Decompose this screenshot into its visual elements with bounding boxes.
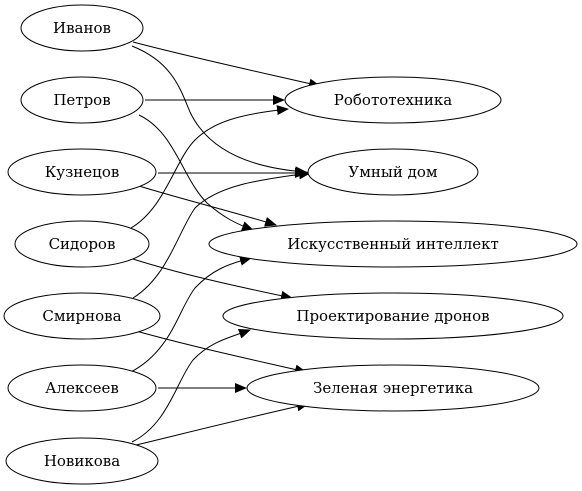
node-label: Умный дом: [348, 163, 437, 181]
edge-kuznetsov-ai: [138, 185, 277, 227]
node-ai[interactable]: Искусственный интеллект: [208, 220, 578, 268]
edge-smirnova-smarthome: [132, 169, 311, 299]
node-robotics[interactable]: Робототехника: [284, 76, 502, 124]
node-label: Новикова: [44, 452, 120, 470]
edge-ivanov-robotics: [132, 41, 321, 89]
edge-smirnova-green: [135, 330, 307, 375]
node-label: Петров: [53, 91, 110, 109]
node-sidorov[interactable]: Сидоров: [14, 220, 150, 268]
node-label: Смирнова: [42, 307, 121, 325]
node-ivanov[interactable]: Иванов: [20, 4, 144, 52]
node-kuznetsov[interactable]: Кузнецов: [7, 148, 157, 196]
node-smarthome[interactable]: Умный дом: [307, 148, 479, 196]
node-label: Кузнецов: [45, 163, 120, 181]
edge-sidorov-robotics: [130, 105, 289, 229]
project-nodes: Робототехника Умный дом Искусственный ин…: [208, 76, 578, 412]
node-petrov[interactable]: Петров: [20, 76, 144, 124]
node-novikova[interactable]: Новикова: [5, 437, 159, 485]
node-drones[interactable]: Проектирование дронов: [222, 292, 564, 340]
node-label: Иванов: [53, 19, 111, 37]
node-label: Робототехника: [334, 91, 453, 109]
edge-ivanov-smarthome: [131, 45, 307, 177]
node-green[interactable]: Зеленая энергетика: [246, 364, 540, 412]
node-alekseev[interactable]: Алексеев: [7, 364, 157, 412]
node-label: Проектирование дронов: [296, 307, 489, 325]
edge-alekseev-ai: [130, 255, 252, 373]
edges: [130, 41, 321, 447]
node-label: Зеленая энергетика: [313, 379, 473, 397]
node-smirnova[interactable]: Смирнова: [3, 292, 161, 340]
edge-novikova-drones: [131, 329, 251, 443]
edge-sidorov-drones: [132, 258, 293, 301]
node-label: Алексеев: [45, 379, 119, 397]
edge-novikova-green: [131, 401, 309, 447]
node-label: Сидоров: [49, 235, 116, 253]
edge-petrov-ai: [138, 114, 254, 231]
node-label: Искусственный интеллект: [287, 235, 499, 253]
people-nodes: Иванов Петров Кузнецов Сидоров Смирнова …: [3, 4, 161, 485]
